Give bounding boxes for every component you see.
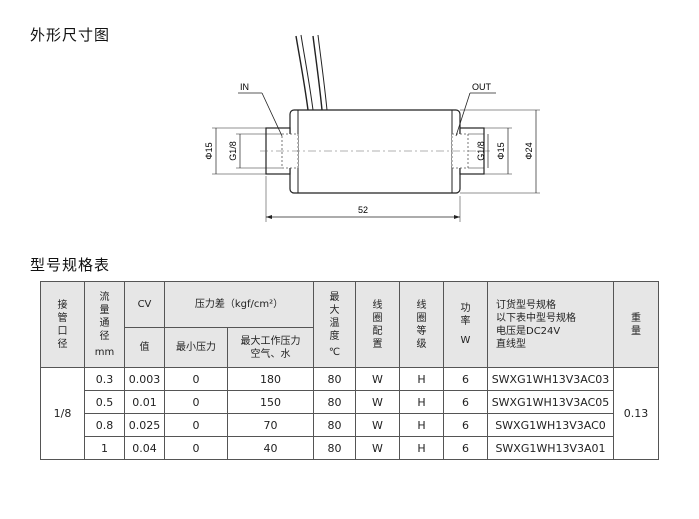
in-leader bbox=[261, 92, 283, 137]
temp-cell: 80 bbox=[313, 390, 356, 414]
right-thread-size: G1/8 bbox=[476, 141, 486, 161]
header-cv: CV bbox=[124, 281, 165, 328]
min-pressure-cell: 0 bbox=[164, 413, 228, 437]
flow-cell: 1 bbox=[84, 436, 125, 460]
port-size-cell: 1/8 bbox=[40, 367, 85, 460]
max-pressure-cell: 150 bbox=[227, 390, 314, 414]
coil-grade-cell: H bbox=[399, 436, 444, 460]
header-max-temp: 最大温度℃ bbox=[313, 281, 356, 368]
temp-cell: 80 bbox=[313, 436, 356, 460]
flow-cell: 0.8 bbox=[84, 413, 125, 437]
cv-cell: 0.04 bbox=[124, 436, 165, 460]
in-label: IN bbox=[240, 82, 249, 92]
model-cell: SWXG1WH13V3AC05 bbox=[487, 390, 614, 414]
arrowhead bbox=[454, 215, 460, 219]
body-diameter: Φ24 bbox=[524, 142, 534, 159]
coil-config-cell: W bbox=[355, 413, 400, 437]
header-port-size: 接管口径 bbox=[40, 281, 85, 368]
max-pressure-cell: 40 bbox=[227, 436, 314, 460]
lead-wire bbox=[295, 35, 309, 111]
temp-cell: 80 bbox=[313, 413, 356, 437]
model-cell: SWXG1WH13V3AC03 bbox=[487, 367, 614, 391]
left-port-diameter: Φ15 bbox=[204, 142, 214, 159]
cv-cell: 0.01 bbox=[124, 390, 165, 414]
table-row: 0.5 0.01 0 150 80 W H 6 SWXG1WH13V3AC05 bbox=[41, 390, 659, 414]
min-pressure-cell: 0 bbox=[164, 436, 228, 460]
cv-cell: 0.025 bbox=[124, 413, 165, 437]
lead-wire bbox=[317, 34, 328, 111]
power-cell: 6 bbox=[443, 367, 488, 391]
power-cell: 6 bbox=[443, 390, 488, 414]
lead-wire bbox=[300, 34, 314, 111]
header-weight: 重量 bbox=[613, 281, 659, 368]
power-cell: 6 bbox=[443, 413, 488, 437]
coil-grade-cell: H bbox=[399, 390, 444, 414]
table-section-title: 型号规格表 bbox=[30, 256, 111, 274]
right-port-diameter: Φ15 bbox=[496, 142, 506, 159]
drawing-section-title: 外形尺寸图 bbox=[30, 26, 111, 44]
header-pressure-diff: 压力差（kgf/cm²） bbox=[164, 281, 314, 328]
table-row: 0.8 0.025 0 70 80 W H 6 SWXG1WH13V3AC0 bbox=[41, 413, 659, 437]
flow-cell: 0.5 bbox=[84, 390, 125, 414]
lead-wire bbox=[312, 35, 323, 111]
out-leader bbox=[455, 92, 471, 137]
min-pressure-cell: 0 bbox=[164, 367, 228, 391]
max-pressure-cell: 180 bbox=[227, 367, 314, 391]
header-coil-config: 线圈配置 bbox=[355, 281, 400, 368]
model-cell: SWXG1WH13V3A01 bbox=[487, 436, 614, 460]
header-max-pressure: 最大工作压力空气、水 bbox=[227, 327, 314, 368]
out-label: OUT bbox=[472, 82, 492, 92]
body-length: 52 bbox=[358, 205, 368, 215]
coil-grade-cell: H bbox=[399, 413, 444, 437]
coil-config-cell: W bbox=[355, 390, 400, 414]
flow-cell: 0.3 bbox=[84, 367, 125, 391]
table-row: 1/8 0.3 0.003 0 180 80 W H 6 SWXG1WH13V3… bbox=[40, 367, 659, 460]
table-row: 1 0.04 0 40 80 W H 6 SWXG1WH13V3A01 bbox=[41, 436, 659, 460]
header-min-pressure: 最小压力 bbox=[164, 327, 228, 368]
power-cell: 6 bbox=[443, 436, 488, 460]
header-cv-value: 值 bbox=[124, 327, 165, 368]
coil-config-cell: W bbox=[355, 367, 400, 391]
coil-grade-cell: H bbox=[399, 367, 444, 391]
min-pressure-cell: 0 bbox=[164, 390, 228, 414]
temp-cell: 80 bbox=[313, 367, 356, 391]
left-thread-size: G1/8 bbox=[228, 141, 238, 161]
arrowhead bbox=[266, 215, 272, 219]
coil-config-cell: W bbox=[355, 436, 400, 460]
model-cell: SWXG1WH13V3AC0 bbox=[487, 413, 614, 437]
valve-body bbox=[289, 109, 461, 194]
header-coil-grade: 线圈等级 bbox=[399, 281, 444, 368]
cv-cell: 0.003 bbox=[124, 367, 165, 391]
weight-cell: 0.13 bbox=[613, 367, 659, 460]
max-pressure-cell: 70 bbox=[227, 413, 314, 437]
dimension-drawing: IN OUT Φ15 G1/8 G1/8 Φ15 Φ24 52 bbox=[204, 34, 540, 222]
